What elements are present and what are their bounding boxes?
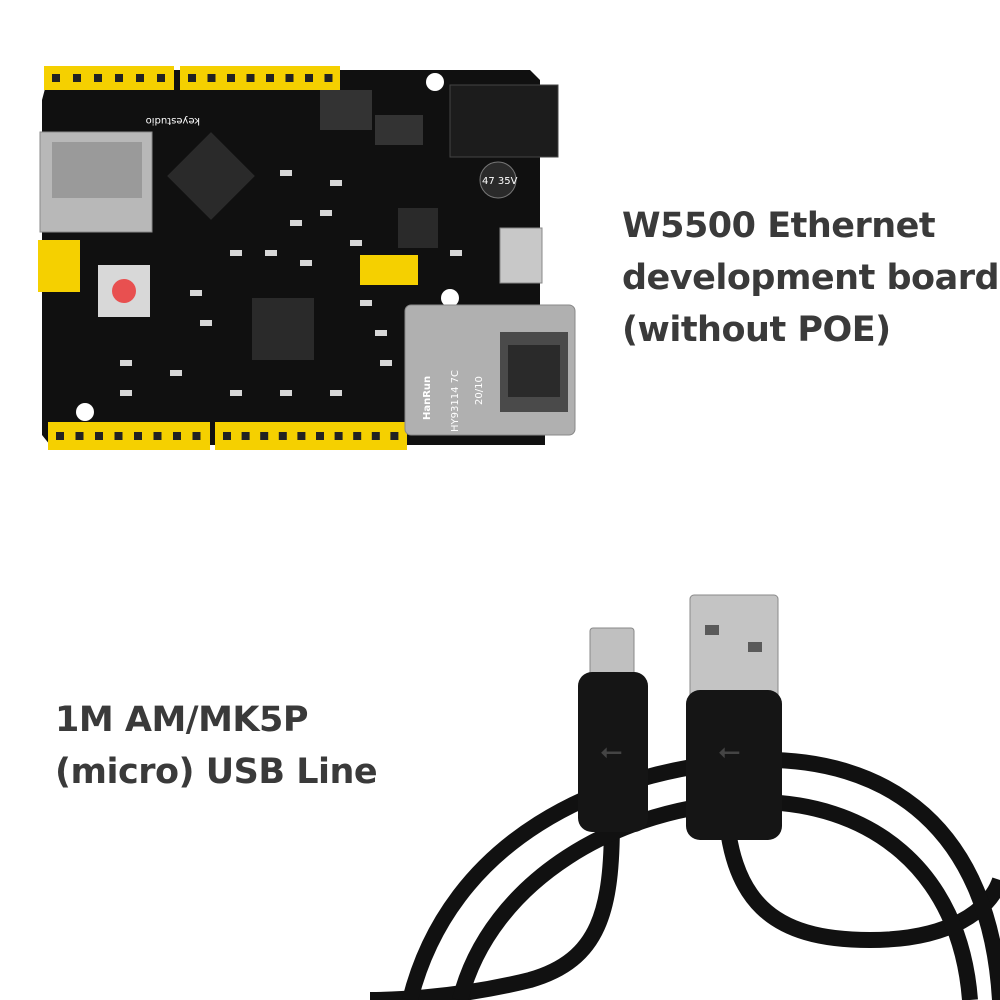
header-hole bbox=[297, 432, 306, 440]
board-caption-line: development board bbox=[622, 258, 1000, 298]
smd-component bbox=[450, 250, 462, 256]
header-hole bbox=[266, 74, 274, 82]
smd-component bbox=[350, 240, 362, 246]
micro-usb-plug-body bbox=[578, 672, 648, 832]
header-hole bbox=[52, 74, 60, 82]
smd-component bbox=[320, 210, 332, 216]
smd-component bbox=[190, 290, 202, 296]
header-hole bbox=[278, 432, 287, 440]
smd-component bbox=[330, 390, 342, 396]
usb-cable-image: ⭠ ⭠ bbox=[369, 594, 1000, 1000]
capacitor bbox=[479, 161, 517, 199]
header-hole bbox=[157, 74, 165, 82]
usb-chip bbox=[398, 208, 438, 248]
w5500-chip bbox=[252, 298, 314, 360]
smd-component bbox=[230, 250, 242, 256]
header-hole bbox=[316, 432, 324, 440]
usb-a-plug-metal bbox=[689, 594, 779, 700]
mount-hole bbox=[76, 403, 94, 421]
header-hole bbox=[153, 432, 162, 440]
header-top-right bbox=[180, 66, 340, 90]
brand-text: keyestudio bbox=[146, 115, 200, 126]
smd-component bbox=[360, 300, 372, 306]
cable-loop bbox=[369, 819, 620, 1000]
header-hole bbox=[136, 74, 144, 82]
smd-component bbox=[290, 220, 302, 226]
header-hole bbox=[324, 74, 333, 82]
header-hole bbox=[192, 432, 201, 440]
header-hole bbox=[114, 432, 123, 440]
header-hole bbox=[56, 432, 64, 440]
header-bottom-left bbox=[48, 422, 210, 450]
micro-usb-port bbox=[499, 227, 543, 284]
header-top-left bbox=[44, 66, 174, 90]
board-caption-line: W5500 Ethernet bbox=[622, 206, 936, 246]
dc-jack bbox=[449, 84, 559, 158]
header-hole bbox=[134, 432, 142, 440]
header-hole bbox=[227, 74, 235, 82]
cable-caption-line: 1M AM/MK5P bbox=[55, 700, 309, 740]
mount-hole bbox=[441, 289, 459, 307]
smd-component bbox=[330, 180, 342, 186]
jack-date: 20/10 bbox=[474, 376, 485, 405]
usb-symbol-icon: ⭠ bbox=[718, 734, 740, 767]
header-hole bbox=[241, 432, 250, 440]
header-hole bbox=[95, 432, 103, 440]
board-caption-line: (without POE) bbox=[622, 310, 891, 350]
smd-component bbox=[280, 170, 292, 176]
smd-component bbox=[120, 390, 132, 396]
smd-component bbox=[265, 250, 277, 256]
smd-component bbox=[230, 390, 242, 396]
header-hole bbox=[207, 74, 216, 82]
header-hole bbox=[285, 74, 294, 82]
header-hole bbox=[115, 74, 123, 82]
smd-component bbox=[300, 260, 312, 266]
header-hole bbox=[75, 432, 84, 440]
header-hole bbox=[173, 432, 181, 440]
jack-brand: HanRun bbox=[422, 376, 433, 420]
cap-label: 47 35V bbox=[482, 176, 518, 187]
header-hole bbox=[73, 74, 81, 82]
smd-component bbox=[200, 320, 212, 326]
smd-component bbox=[170, 370, 182, 376]
cable-caption-line: (micro) USB Line bbox=[55, 752, 378, 792]
header-hole bbox=[305, 74, 313, 82]
mcu-chip bbox=[167, 132, 255, 220]
header-hole bbox=[390, 432, 399, 440]
header-hole bbox=[260, 432, 269, 440]
header-hole bbox=[371, 432, 380, 440]
smd-component bbox=[280, 390, 292, 396]
header-hole bbox=[334, 432, 343, 440]
usb-symbol-icon: ⭠ bbox=[600, 734, 622, 767]
board-caption: W5500 Ethernet development board (withou… bbox=[622, 200, 1000, 356]
header-hole bbox=[246, 74, 255, 82]
cable-caption: 1M AM/MK5P (micro) USB Line bbox=[55, 694, 378, 798]
header-hole bbox=[223, 432, 231, 440]
smd-components bbox=[120, 170, 462, 396]
header-hole bbox=[94, 74, 102, 82]
mount-hole bbox=[426, 73, 444, 91]
icsp-header bbox=[38, 240, 80, 292]
jack-model: HY93114 7C bbox=[450, 370, 461, 432]
smd-component bbox=[120, 360, 132, 366]
header-holes bbox=[52, 74, 399, 440]
jumper-header bbox=[360, 255, 418, 285]
smd-component bbox=[375, 330, 387, 336]
usb-a-plug-body bbox=[686, 690, 782, 840]
ethernet-board-image: 47 35V keyestudio HanRun HY93114 7C 20/1… bbox=[38, 66, 576, 450]
smd-component bbox=[380, 360, 392, 366]
header-hole bbox=[353, 432, 362, 440]
header-hole bbox=[188, 74, 196, 82]
